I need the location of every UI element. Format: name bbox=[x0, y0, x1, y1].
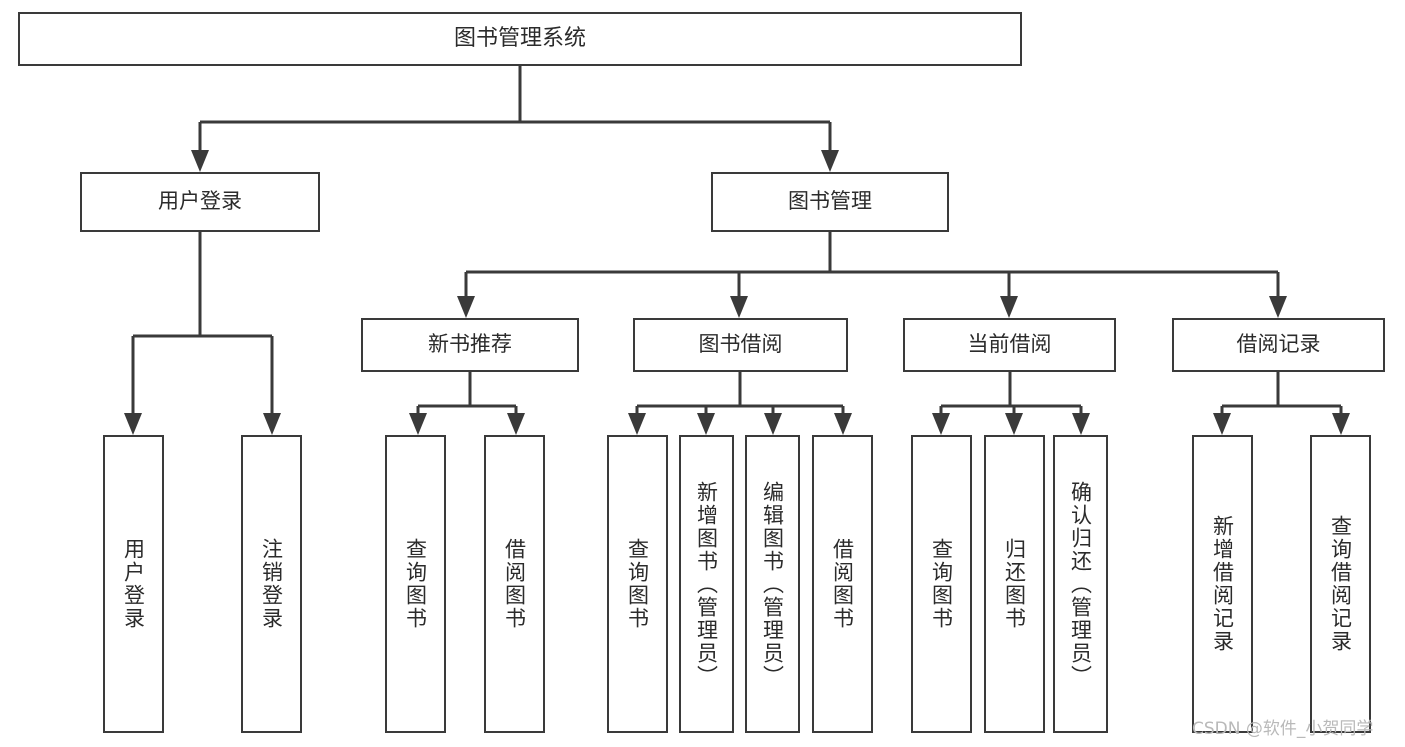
node-leaf-borrow-book-borrow[interactable]: 借阅图书 bbox=[812, 435, 873, 733]
node-leaf-query-book-borrow-label: 查询图书 bbox=[625, 538, 650, 630]
node-leaf-add-borrow-record[interactable]: 新增借阅记录 bbox=[1192, 435, 1253, 733]
node-leaf-query-book-recommend-label: 查询图书 bbox=[403, 538, 428, 630]
watermark-text: CSDN @软件_小贺同学 bbox=[1192, 719, 1374, 739]
node-leaf-logout-label: 注销登录 bbox=[259, 538, 284, 630]
node-leaf-confirm-return-admin[interactable]: 确认归还（管理员） bbox=[1053, 435, 1108, 733]
node-leaf-add-borrow-record-label: 新增借阅记录 bbox=[1210, 515, 1235, 653]
node-leaf-borrow-book-recommend[interactable]: 借阅图书 bbox=[484, 435, 545, 733]
node-leaf-borrow-book-recommend-label: 借阅图书 bbox=[502, 538, 527, 630]
node-leaf-add-book-admin[interactable]: 新增图书（管理员） bbox=[679, 435, 734, 733]
node-user-login-label: 用户登录 bbox=[158, 189, 242, 214]
node-root-label: 图书管理系统 bbox=[453, 25, 586, 51]
node-book-borrow[interactable]: 图书借阅 bbox=[633, 318, 848, 372]
node-current-borrow[interactable]: 当前借阅 bbox=[903, 318, 1116, 372]
node-leaf-borrow-book-borrow-label: 借阅图书 bbox=[830, 538, 855, 630]
node-book-management-label: 图书管理 bbox=[788, 189, 872, 214]
node-leaf-return-book[interactable]: 归还图书 bbox=[984, 435, 1045, 733]
node-book-borrow-label: 图书借阅 bbox=[698, 332, 783, 357]
node-leaf-confirm-return-admin-label: 确认归还（管理员） bbox=[1068, 480, 1093, 688]
node-leaf-logout[interactable]: 注销登录 bbox=[241, 435, 302, 733]
node-leaf-add-book-admin-label: 新增图书（管理员） bbox=[694, 480, 719, 688]
node-new-book-recommend-label: 新书推荐 bbox=[428, 332, 512, 357]
node-root[interactable]: 图书管理系统 bbox=[18, 12, 1022, 66]
node-leaf-edit-book-admin[interactable]: 编辑图书（管理员） bbox=[745, 435, 800, 733]
node-new-book-recommend[interactable]: 新书推荐 bbox=[361, 318, 579, 372]
node-book-management[interactable]: 图书管理 bbox=[711, 172, 949, 232]
node-leaf-query-borrow-record[interactable]: 查询借阅记录 bbox=[1310, 435, 1371, 733]
node-borrow-record[interactable]: 借阅记录 bbox=[1172, 318, 1385, 372]
node-leaf-query-book-recommend[interactable]: 查询图书 bbox=[385, 435, 446, 733]
node-leaf-query-borrow-record-label: 查询借阅记录 bbox=[1328, 515, 1353, 653]
node-leaf-user-login[interactable]: 用户登录 bbox=[103, 435, 164, 733]
node-borrow-record-label: 借阅记录 bbox=[1236, 332, 1321, 357]
node-leaf-edit-book-admin-label: 编辑图书（管理员） bbox=[760, 480, 785, 688]
node-leaf-user-login-label: 用户登录 bbox=[121, 538, 146, 630]
node-leaf-return-book-label: 归还图书 bbox=[1002, 538, 1027, 630]
node-current-borrow-label: 当前借阅 bbox=[967, 332, 1052, 357]
node-leaf-query-book-borrow[interactable]: 查询图书 bbox=[607, 435, 668, 733]
node-leaf-query-book-current-label: 查询图书 bbox=[929, 538, 954, 630]
node-leaf-query-book-current[interactable]: 查询图书 bbox=[911, 435, 972, 733]
node-user-login[interactable]: 用户登录 bbox=[80, 172, 320, 232]
